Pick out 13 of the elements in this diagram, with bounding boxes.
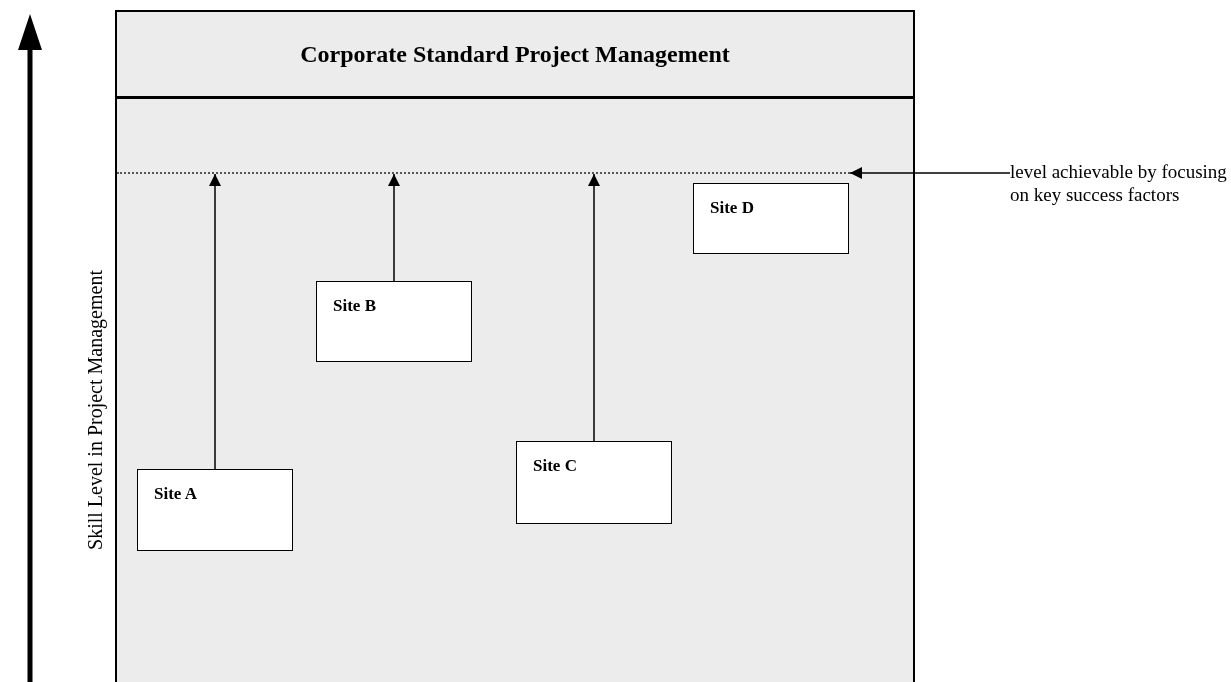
site-box: Site B <box>316 281 472 362</box>
site-box: Site A <box>137 469 293 551</box>
callout-text: level achievable by focusing on key success factors <box>1010 160 1231 260</box>
arrow <box>849 167 1011 179</box>
axis-label: Skill Level in Project Management <box>83 270 107 550</box>
arrow <box>588 173 600 442</box>
arrow <box>209 173 221 470</box>
arrow <box>388 173 400 282</box>
site-box: Site D <box>693 183 849 254</box>
dotted-level-line <box>117 172 850 174</box>
site-box: Site C <box>516 441 672 524</box>
header-band: Corporate Standard Project Management <box>117 12 913 99</box>
panel-box <box>115 10 915 682</box>
